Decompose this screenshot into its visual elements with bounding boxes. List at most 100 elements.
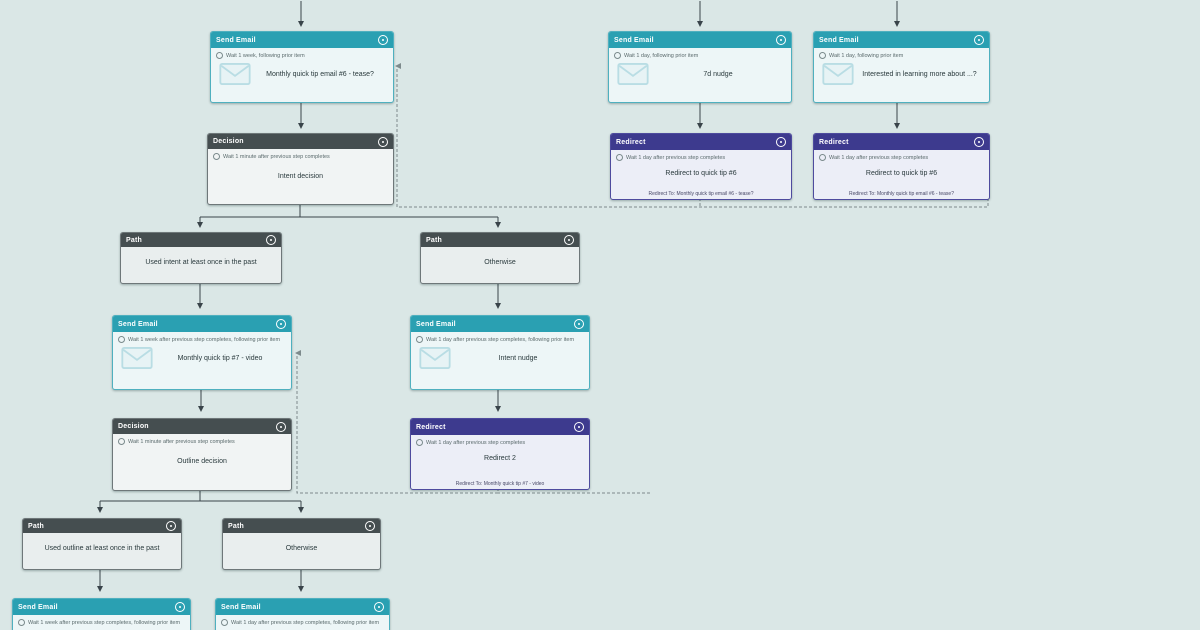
node-title: Path: [28, 522, 44, 530]
node-header: Send Email: [211, 32, 393, 48]
node-wait-text: Wait 1 week after previous step complete…: [28, 619, 181, 626]
node-menu-icon[interactable]: [776, 137, 786, 147]
node-body: Monthly quick tip email #6 - tease?: [211, 59, 393, 85]
send-email-node-7d-nudge[interactable]: Send Email Wait 1 day, following prior i…: [608, 31, 792, 103]
email-subject: Intent nudge: [498, 354, 538, 362]
clock-icon: [221, 619, 228, 626]
node-wait-text: Wait 1 week, following prior item: [226, 52, 305, 59]
node-header: Send Email: [113, 316, 291, 332]
node-body: Intent nudge: [411, 343, 589, 369]
clock-icon: [118, 438, 125, 445]
node-menu-icon[interactable]: [276, 319, 286, 329]
node-wait-row: Wait 1 week, following prior item: [211, 48, 393, 59]
node-menu-icon[interactable]: [378, 136, 388, 147]
node-body: Interested in learning more about ...?: [814, 59, 989, 85]
node-header: Send Email: [13, 599, 190, 615]
email-subject: Monthly quick tip #7 - video: [177, 354, 263, 362]
path-node-otherwise-2[interactable]: Path Otherwise: [222, 518, 381, 570]
redirect-node-quicktip6-b[interactable]: Redirect Wait 1 day after previous step …: [813, 133, 990, 200]
path-node-used-outline[interactable]: Path Used outline at least once in the p…: [22, 518, 182, 570]
node-body-label: Redirect to quick tip #6: [865, 170, 938, 177]
node-wait-row: Wait 1 day after previous step completes…: [216, 615, 389, 626]
node-title: Path: [426, 236, 442, 244]
clock-icon: [616, 154, 623, 161]
node-wait-text: Wait 1 day after previous step completes: [829, 154, 929, 161]
node-title: Send Email: [416, 320, 456, 328]
node-menu-icon[interactable]: [374, 602, 384, 612]
node-menu-icon[interactable]: [974, 35, 984, 45]
email-subject: 7d nudge: [703, 70, 733, 78]
node-wait-text: Wait 1 minute after previous step comple…: [128, 438, 235, 445]
node-menu-icon[interactable]: [166, 521, 176, 531]
node-menu-icon[interactable]: [276, 421, 286, 432]
node-menu-icon[interactable]: [564, 235, 574, 245]
node-wait-row: Wait 1 minute after previous step comple…: [208, 149, 393, 160]
node-body-label: Redirect to quick tip #6: [665, 170, 737, 177]
node-title: Send Email: [614, 36, 654, 44]
redirect-target-label: Redirect To: Monthly quick tip email #6 …: [648, 191, 754, 197]
connector-decision-split: [200, 203, 498, 218]
node-header: Decision: [208, 134, 393, 149]
send-email-node-quick-tip-6[interactable]: Send Email Wait 1 week, following prior …: [210, 31, 394, 103]
clock-icon: [216, 52, 223, 59]
node-menu-icon[interactable]: [776, 35, 786, 45]
node-title: Path: [126, 236, 142, 244]
node-wait-text: Wait 1 week after previous step complete…: [128, 336, 281, 343]
node-wait-row: Wait 1 minute after previous step comple…: [113, 434, 291, 445]
node-title: Send Email: [118, 320, 158, 328]
send-email-node-intent-nudge[interactable]: Send Email Wait 1 day after previous ste…: [410, 315, 590, 390]
node-wait-text: Wait 1 day after previous step completes…: [426, 336, 575, 343]
node-header: Send Email: [216, 599, 389, 615]
node-menu-icon[interactable]: [378, 35, 388, 45]
node-title: Send Email: [819, 36, 859, 44]
decision-node-outline[interactable]: Decision Wait 1 minute after previous st…: [112, 418, 292, 491]
node-wait-row: Wait 1 week after previous step complete…: [13, 615, 190, 626]
node-title: Redirect: [616, 138, 646, 146]
redirect-node-2[interactable]: Redirect Wait 1 day after previous step …: [410, 418, 590, 490]
node-menu-icon[interactable]: [574, 422, 584, 432]
path-node-otherwise-1[interactable]: Path Otherwise: [420, 232, 580, 284]
node-wait-text: Wait 1 day after previous step completes: [426, 439, 526, 446]
node-header: Send Email: [609, 32, 791, 48]
clock-icon: [118, 336, 125, 343]
node-wait-text: Wait 1 day, following prior item: [829, 52, 904, 59]
envelope-icon: [822, 63, 854, 85]
node-wait-row: Wait 1 day after previous step completes: [411, 435, 589, 446]
node-menu-icon[interactable]: [175, 602, 185, 612]
send-email-node-bottom-right[interactable]: Send Email Wait 1 day after previous ste…: [215, 598, 390, 630]
node-wait-text: Wait 1 day, following prior item: [624, 52, 699, 59]
node-header: Send Email: [411, 316, 589, 332]
node-title: Send Email: [221, 603, 261, 611]
node-wait-text: Wait 1 minute after previous step comple…: [223, 153, 330, 160]
node-body: Monthly quick tip #7 - video: [113, 343, 291, 369]
node-wait-row: Wait 1 day after previous step completes: [611, 150, 791, 161]
node-wait-text: Wait 1 day after previous step completes…: [231, 619, 380, 626]
node-menu-icon[interactable]: [365, 521, 375, 531]
dashed-connectors: [295, 63, 989, 494]
node-title: Send Email: [18, 603, 58, 611]
clock-icon: [819, 52, 826, 59]
path-node-used-intent[interactable]: Path Used intent at least once in the pa…: [120, 232, 282, 284]
clock-icon: [213, 153, 220, 160]
node-wait-row: Wait 1 day, following prior item: [814, 48, 989, 59]
node-menu-icon[interactable]: [574, 319, 584, 329]
node-body-label: Intent decision: [277, 173, 324, 180]
send-email-node-quick-tip-7[interactable]: Send Email Wait 1 week after previous st…: [112, 315, 292, 390]
node-menu-icon[interactable]: [974, 137, 984, 147]
node-wait-row: Wait 1 day after previous step completes: [814, 150, 989, 161]
node-menu-icon[interactable]: [266, 235, 276, 245]
path-condition-label: Used intent at least once in the past: [145, 259, 257, 266]
clock-icon: [819, 154, 826, 161]
node-title: Send Email: [216, 36, 256, 44]
path-condition-label: Used outline at least once in the past: [44, 545, 160, 552]
solid-connectors: [97, 1, 900, 592]
node-header: Path: [421, 233, 579, 247]
dashed-loop-to-email7: [295, 350, 498, 494]
envelope-icon: [419, 347, 451, 369]
decision-node-intent[interactable]: Decision Wait 1 minute after previous st…: [207, 133, 394, 205]
envelope-icon: [121, 347, 153, 369]
send-email-node-bottom-left[interactable]: Send Email Wait 1 week after previous st…: [12, 598, 191, 630]
send-email-node-interested[interactable]: Send Email Wait 1 day, following prior i…: [813, 31, 990, 103]
redirect-node-quicktip6-a[interactable]: Redirect Wait 1 day after previous step …: [610, 133, 792, 200]
